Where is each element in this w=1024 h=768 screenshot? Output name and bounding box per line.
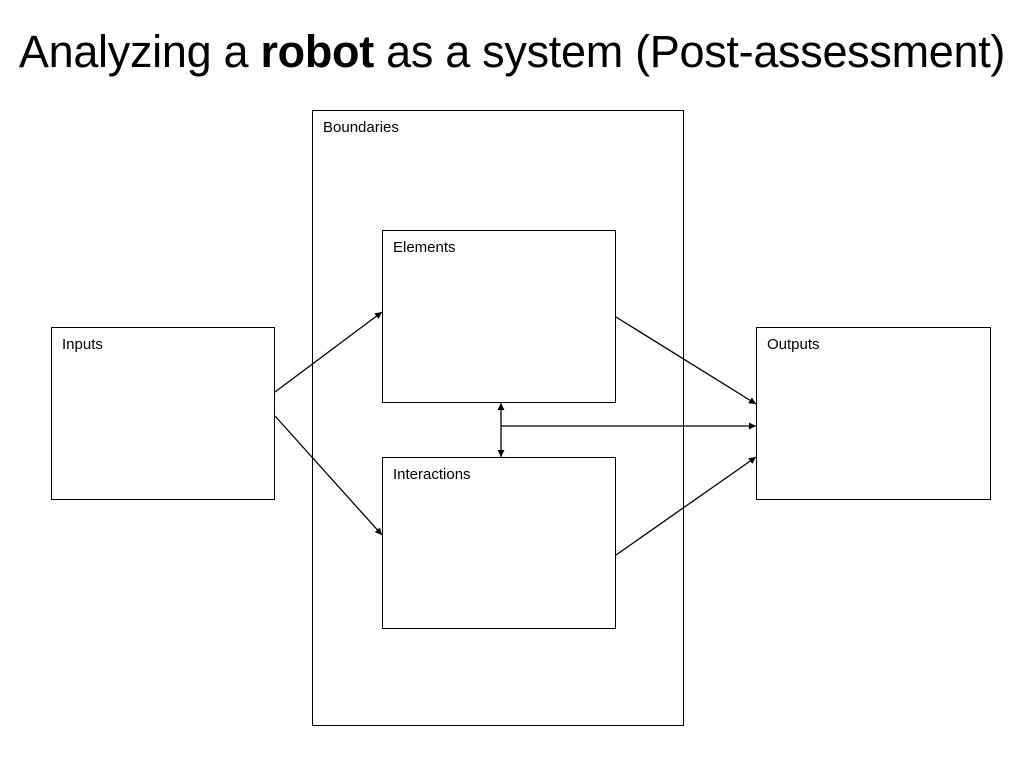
title-emphasis: robot [260, 26, 374, 77]
outputs-box: Outputs [756, 327, 991, 500]
interactions-box: Interactions [382, 457, 616, 629]
title-prefix: Analyzing a [18, 26, 261, 77]
inputs-box: Inputs [51, 327, 275, 500]
elements-box: Elements [382, 230, 616, 403]
boundaries-label: Boundaries [323, 119, 399, 136]
slide-title: Analyzing a robot as a system (Post-asse… [0, 22, 1024, 82]
interactions-label: Interactions [393, 466, 471, 483]
inputs-label: Inputs [62, 336, 103, 353]
title-suffix: as a system (Post-assessment) [373, 26, 1006, 77]
boundaries-box: Boundaries [312, 110, 684, 726]
elements-label: Elements [393, 239, 456, 256]
outputs-label: Outputs [767, 336, 820, 353]
